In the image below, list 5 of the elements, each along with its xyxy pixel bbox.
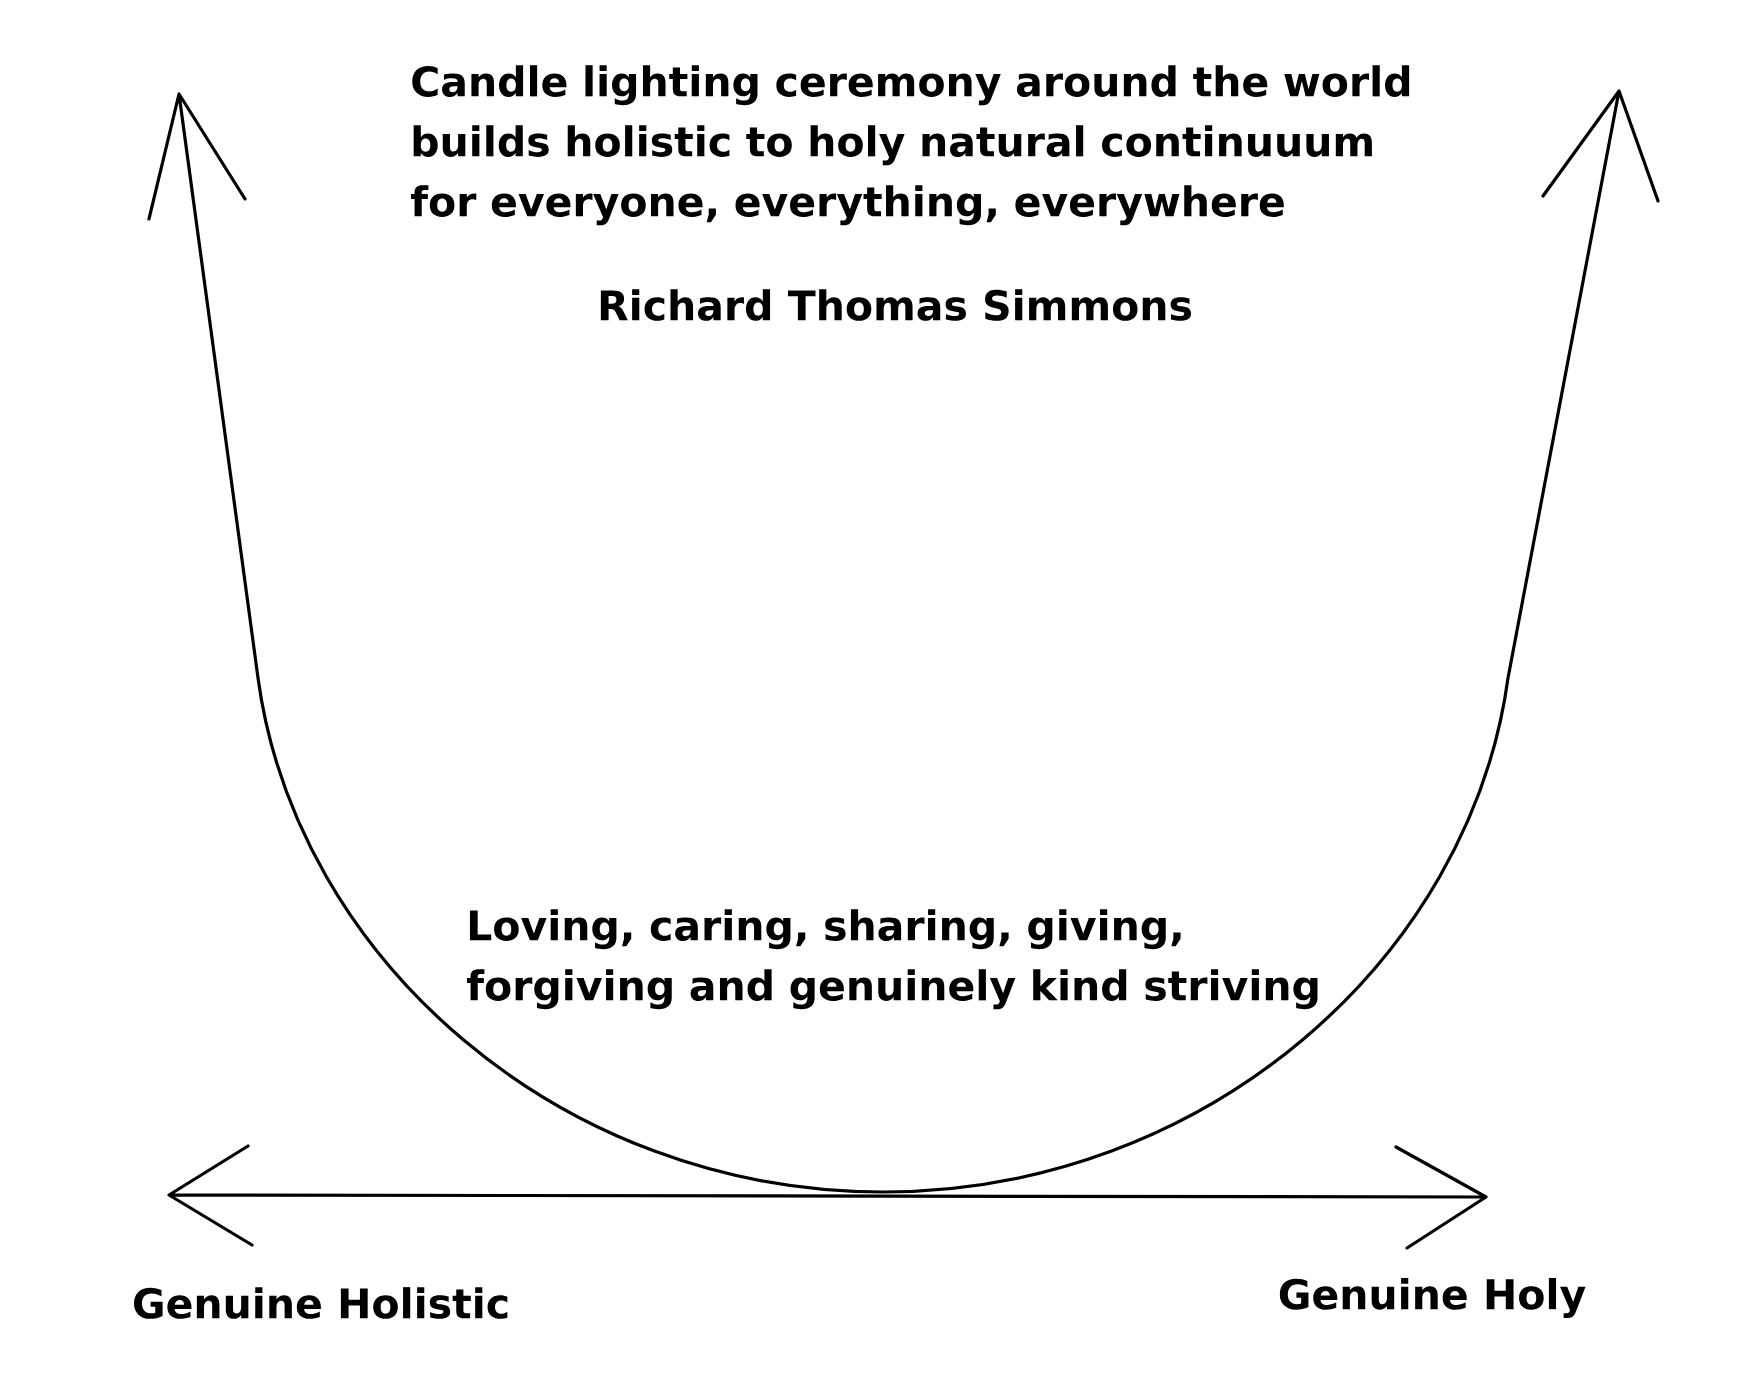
author-name: Richard Thomas Simmons (600, 289, 1191, 321)
title: Candle lighting ceremony around the world builds holistic to holy natural continuuum for everyone, everything, everywhere (411, 65, 1410, 226)
axis-label: Genuine Holy (1279, 1278, 1586, 1318)
axis-label: Genuine Holistic (134, 1287, 508, 1319)
body-text: Loving, caring, sharing, giving, forgiving and genuinely kind striving (467, 909, 1318, 1010)
